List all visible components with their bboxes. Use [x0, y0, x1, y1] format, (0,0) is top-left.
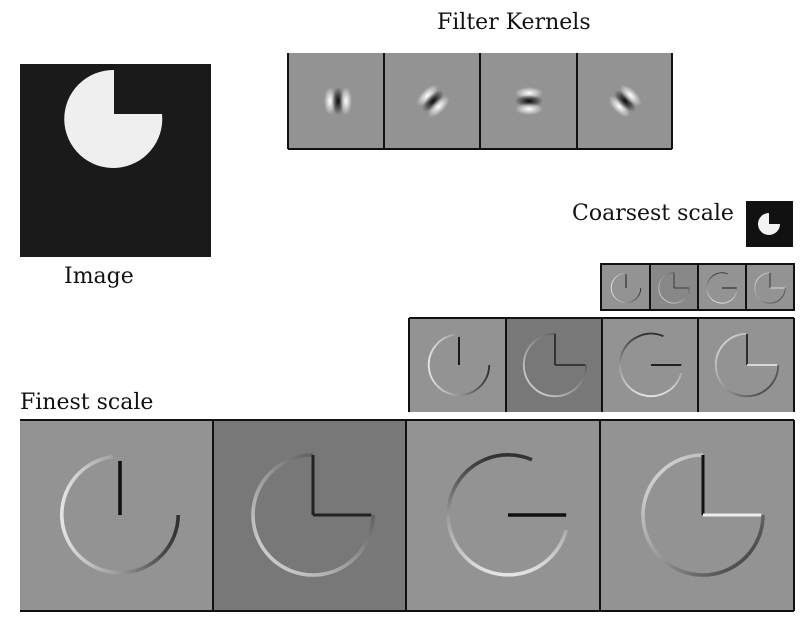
filter-kernels: [287, 53, 673, 150]
kernel-horizontal: [515, 87, 543, 115]
image-label: Image: [64, 264, 134, 289]
pyramid-level-finest: [20, 419, 795, 612]
input-image: [20, 64, 211, 257]
finest-scale-label: Finest scale: [20, 390, 154, 415]
coarsest-scale-thumbnail: [746, 201, 793, 247]
kernel-diagonal-135: [608, 84, 642, 118]
pyramid-level-coarse: [600, 263, 795, 311]
filter-kernels-title: Filter Kernels: [437, 10, 591, 35]
kernel-vertical: [324, 87, 352, 115]
pyramid-level-middle: [408, 317, 795, 412]
coarsest-scale-label: Coarsest scale: [572, 201, 734, 226]
kernel-diagonal-45: [416, 84, 450, 118]
